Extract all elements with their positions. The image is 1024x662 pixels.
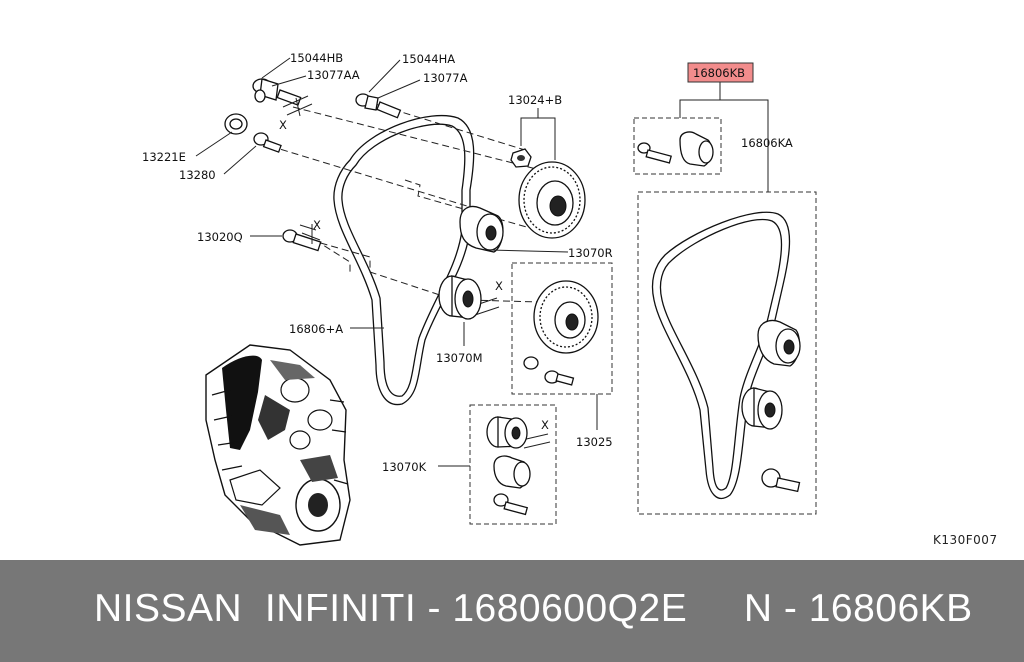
box-13025 <box>511 262 613 395</box>
x-label-1: X <box>279 118 287 132</box>
footer-part-number: NISSAN INFINITI - 1680600Q2E N - 16806KB <box>94 587 973 630</box>
label-16806kb: 16806KB <box>693 66 745 80</box>
label-15044ha: 15044HA <box>402 52 455 66</box>
x-label-2: X <box>313 218 321 232</box>
washer-13024b <box>510 148 532 168</box>
bolt-13020q <box>282 229 322 252</box>
x-label-3: X <box>495 279 503 293</box>
bolt-13280 <box>253 132 282 153</box>
cam-sprocket-lower <box>523 280 599 386</box>
parts-diagram: 15044HB 13077AA 15044HA 13077A 13024+B 1… <box>142 51 998 547</box>
label-13077a: 13077A <box>423 71 468 85</box>
leader-lines <box>195 57 769 467</box>
cam-sprocket-upper <box>518 161 586 239</box>
kit-16806kb-parts <box>637 131 714 167</box>
label-13070r: 13070R <box>568 246 613 260</box>
tensioner-13070m <box>438 275 482 320</box>
figure-reference: K130F007 <box>933 533 998 547</box>
label-13020q: 13020Q <box>197 230 243 244</box>
engine-illustration <box>205 344 351 546</box>
label-13025: 13025 <box>576 435 613 449</box>
highlight-box <box>687 62 754 83</box>
footer-band <box>0 560 1024 662</box>
timing-belt-left <box>333 114 475 406</box>
alignment-lines <box>259 102 561 303</box>
idler-kit-13070k <box>486 416 531 516</box>
x-label-4: X <box>541 418 549 432</box>
kit-16806ka-belt <box>651 211 801 500</box>
seal-13221e <box>224 113 248 135</box>
label-13280: 13280 <box>179 168 216 182</box>
label-13221e: 13221E <box>142 150 186 164</box>
label-16806a: 16806+A <box>289 322 343 336</box>
bolt-15044hb <box>252 78 302 106</box>
idler-13070r <box>459 205 504 253</box>
label-13077aa: 13077AA <box>307 68 360 82</box>
label-13070k: 13070K <box>382 460 427 474</box>
box-13070k <box>469 404 557 525</box>
label-13024b: 13024+B <box>508 93 562 107</box>
label-15044hb: 15044HB <box>290 51 343 65</box>
box-16806kb <box>633 117 722 175</box>
label-13070m: 13070M <box>436 351 483 365</box>
label-16806ka: 16806KA <box>741 136 793 150</box>
bolt-15044ha <box>355 93 402 119</box>
box-16806ka <box>637 191 817 515</box>
